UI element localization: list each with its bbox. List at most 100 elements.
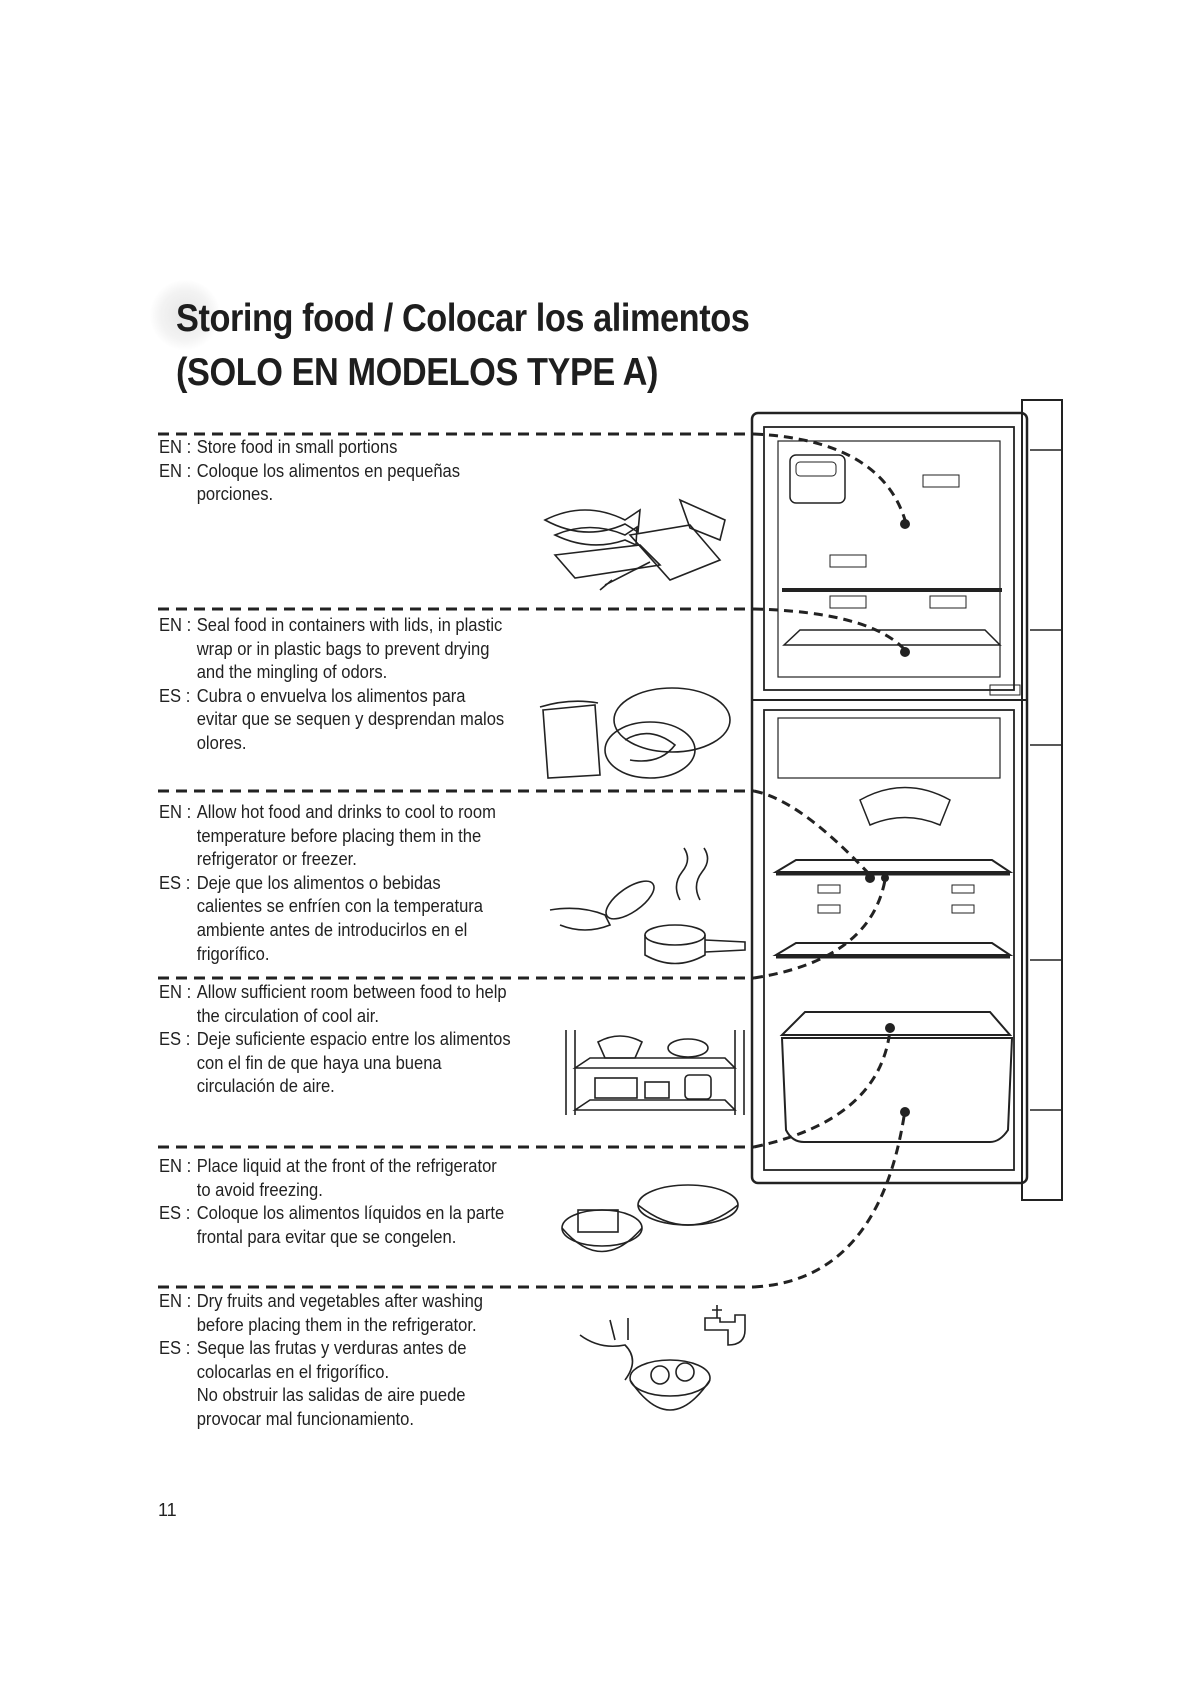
- tip-small-portions: EN :Store food in small portions EN :Col…: [159, 436, 460, 507]
- tip-text: circulación de aire.: [196, 1076, 335, 1097]
- language-label: [159, 1005, 197, 1029]
- tip-text: to avoid freezing.: [196, 1179, 323, 1200]
- refrigerator-drawing: [750, 399, 1063, 1201]
- fish-portions-illustration: [543, 498, 726, 591]
- tip-line: frigorífico.: [159, 943, 496, 967]
- liquid-food-illustration: [561, 1184, 739, 1253]
- fruit-icon: [650, 1365, 670, 1385]
- tip-line: EN :Allow hot food and drinks to cool to…: [159, 801, 496, 825]
- tip-text: calientes se enfríen con la temperatura: [196, 896, 484, 917]
- page-title: Storing food / Colocar los alimentos (SO…: [176, 292, 750, 400]
- freezer-cavity: [763, 426, 1015, 691]
- tip-line: refrigerator or freezer.: [159, 848, 496, 872]
- shelf-icon: [572, 1057, 737, 1069]
- page-number: 11: [158, 1500, 177, 1520]
- hands-icon: [579, 1334, 634, 1381]
- tip-line: ES :Deje suficiente espacio entre los al…: [159, 1028, 511, 1052]
- tip-text: wrap or in plastic bags to prevent dryin…: [196, 638, 490, 659]
- bowl-icon: [667, 1038, 709, 1058]
- leader-line: [753, 607, 907, 652]
- tip-text: the circulation of cool air.: [196, 1005, 379, 1026]
- tip-line: evitar que se sequen y desprendan malos: [159, 708, 504, 732]
- tip-line: to avoid freezing.: [159, 1179, 504, 1203]
- shelf-icon: [572, 1099, 737, 1111]
- tip-text: Cubra o envuelva los alimentos para: [196, 685, 466, 706]
- tip-dry-fruits: EN :Dry fruits and vegetables after wash…: [159, 1290, 483, 1432]
- fan-cover: [859, 786, 951, 826]
- language-label: [159, 825, 197, 849]
- tip-text: frigorífico.: [196, 943, 270, 964]
- food-bag-icon: [628, 524, 722, 581]
- tip-line: ES :Cubra o envuelva los alimentos para: [159, 685, 504, 709]
- leader-line: [753, 1109, 907, 1289]
- language-label: [159, 1052, 197, 1076]
- bowl-icon: [637, 1184, 739, 1226]
- tip-text: Coloque los alimentos líquidos en la par…: [196, 1203, 505, 1224]
- language-label: [159, 1226, 197, 1250]
- wrapped-chicken-icon: [604, 721, 696, 779]
- pan-icon: [644, 924, 706, 946]
- freezer-inner: [777, 440, 1001, 678]
- tip-text: frontal para evitar que se congelen.: [196, 1226, 457, 1247]
- language-label: EN :: [159, 437, 192, 457]
- language-label: [159, 483, 197, 507]
- language-label: [159, 732, 197, 756]
- language-label: [159, 1408, 197, 1432]
- fridge-shelf-2: [772, 942, 1014, 956]
- tip-line: EN :Coloque los alimentos en pequeñas: [159, 460, 460, 484]
- hand-icon: [549, 907, 612, 931]
- tip-text: con el fin de que haya una buena: [196, 1052, 442, 1073]
- tip-line: provocar mal funcionamiento.: [159, 1408, 483, 1432]
- steam-icon: [675, 847, 689, 901]
- leader-dot: [900, 647, 910, 657]
- fruit-icon: [675, 1362, 695, 1382]
- leader-dot: [885, 1023, 895, 1033]
- wrapped-meat-icon: [613, 687, 731, 753]
- tip-line: No obstruir las salidas de aire puede: [159, 1384, 483, 1408]
- leader-lines: [753, 432, 907, 1289]
- tip-text: Seal food in containers with lids, in pl…: [196, 615, 503, 635]
- tip-text: refrigerator or freezer.: [196, 849, 357, 870]
- fridge-body: [750, 411, 1029, 1185]
- language-label: [159, 848, 197, 872]
- tip-liquids-front: EN :Place liquid at the front of the ref…: [159, 1155, 504, 1249]
- tip-seal-containers: EN :Seal food in containers with lids, i…: [159, 614, 504, 756]
- tip-line: wrap or in plastic bags to prevent dryin…: [159, 638, 504, 662]
- language-label: EN :: [159, 982, 192, 1002]
- language-label: [159, 638, 197, 662]
- crisper-drawer: [780, 1037, 1014, 1143]
- language-label: [159, 1384, 197, 1408]
- language-label: ES :: [159, 1338, 191, 1359]
- tip-text: olores.: [196, 732, 247, 753]
- tip-text: Deje suficiente espacio entre los alimen…: [196, 1029, 511, 1050]
- tip-line: calientes se enfríen con la temperatura: [159, 895, 496, 919]
- tip-line: ambiente antes de introducirlos en el: [159, 919, 496, 943]
- tip-text: temperature before placing them in the: [196, 825, 482, 846]
- tip-line: frontal para evitar que se congelen.: [159, 1226, 504, 1250]
- leader-dot: [881, 874, 889, 882]
- leader-dot: [865, 873, 875, 883]
- title-line-1: Storing food / Colocar los alimentos: [176, 297, 750, 340]
- language-label: ES :: [159, 1203, 191, 1224]
- tip-text: provocar mal funcionamiento.: [196, 1408, 414, 1429]
- leader-line: [753, 789, 872, 877]
- plate-icon: [605, 880, 655, 920]
- hot-food-illustration: [549, 847, 746, 965]
- language-label: ES :: [159, 1029, 191, 1050]
- leader-dot: [900, 519, 910, 529]
- leader-dot: [900, 1107, 910, 1117]
- leader-line: [753, 432, 907, 521]
- jar-icon: [684, 1074, 712, 1100]
- language-label: [159, 1314, 197, 1338]
- tip-line: ES :Coloque los alimentos líquidos en la…: [159, 1202, 504, 1226]
- tip-text: Coloque los alimentos en pequeñas: [196, 460, 461, 481]
- title-line-2: (SOLO EN MODELOS TYPE A): [176, 351, 659, 394]
- food-box-icon: [594, 1077, 638, 1099]
- tip-line: EN :Store food in small portions: [159, 436, 460, 460]
- tip-line: and the mingling of odors.: [159, 661, 504, 685]
- steam-icon: [695, 847, 709, 901]
- tip-text: Dry fruits and vegetables after washing: [196, 1291, 483, 1311]
- language-label: [159, 919, 197, 943]
- language-label: EN :: [159, 802, 192, 822]
- door-edge: [1021, 399, 1063, 1201]
